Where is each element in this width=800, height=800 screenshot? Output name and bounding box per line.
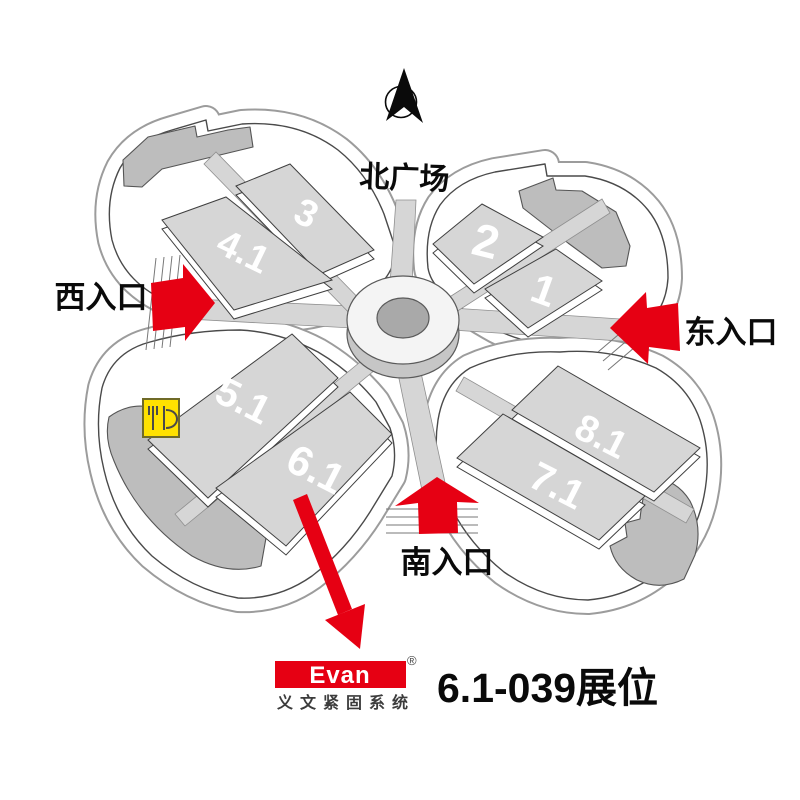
brand-logo: Evan ® 义文紧固系统 bbox=[275, 653, 417, 712]
canopy-northwest bbox=[122, 125, 254, 188]
hall-6-1-highlighted bbox=[215, 391, 393, 547]
hall-5-1 bbox=[147, 333, 339, 499]
brand-tagline: 义文紧固系统 bbox=[277, 693, 415, 712]
east-entrance-arrow-icon bbox=[610, 292, 680, 364]
east-entrance-label: 东入口 bbox=[685, 315, 778, 350]
hall-7-1 bbox=[456, 413, 646, 541]
hall-3 bbox=[235, 163, 375, 275]
north-arrow-icon bbox=[384, 68, 423, 123]
central-ring bbox=[346, 275, 460, 379]
entrance-arrows bbox=[151, 264, 680, 534]
hall-1 bbox=[484, 248, 603, 329]
hall-8-1 bbox=[511, 365, 701, 493]
restaurant-fork-icon bbox=[142, 398, 180, 438]
north-plaza-label: 北广场 bbox=[359, 160, 450, 196]
brand-logo-box bbox=[275, 661, 406, 688]
brand-name: Evan bbox=[309, 662, 370, 689]
hall-2 bbox=[432, 203, 544, 285]
hall-4-1 bbox=[161, 196, 334, 311]
south-entrance-label: 南入口 bbox=[401, 545, 494, 580]
halls bbox=[147, 163, 701, 556]
south-entrance-arrow-icon bbox=[395, 477, 479, 534]
west-entrance-arrow-icon bbox=[151, 264, 215, 341]
west-entrance-label: 西入口 bbox=[55, 280, 148, 315]
registered-mark: ® bbox=[407, 653, 417, 668]
booth-number-label: 6.1-039展位 bbox=[437, 665, 658, 711]
booth-locator-arrow-icon bbox=[293, 494, 365, 649]
